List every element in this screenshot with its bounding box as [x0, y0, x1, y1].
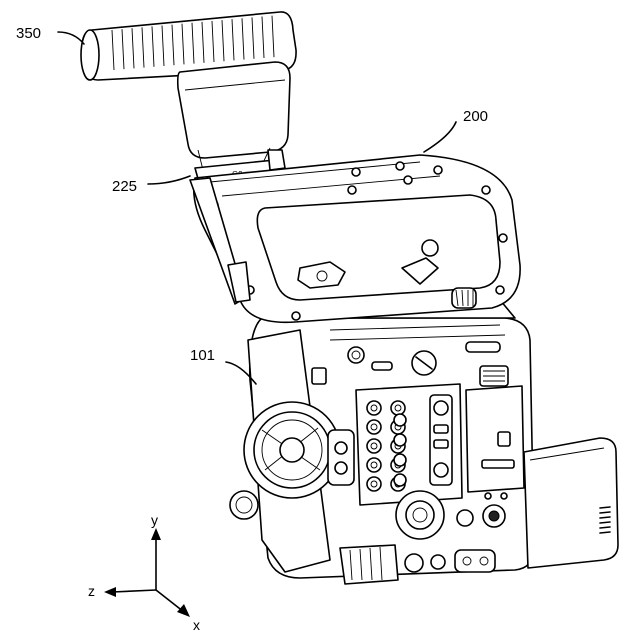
camera-body: [230, 300, 618, 584]
axis-triad: [104, 528, 190, 617]
axis-label-z: z: [88, 583, 95, 599]
label-350: 350: [16, 25, 41, 42]
vent-slot: [600, 507, 610, 508]
jack-port: [394, 474, 406, 486]
vent-slot: [600, 532, 610, 533]
bolt: [348, 186, 356, 194]
jack-port: [367, 458, 381, 472]
jack-port: [394, 414, 406, 426]
bolt: [482, 186, 490, 194]
bolt: [292, 312, 300, 320]
bolt: [352, 168, 360, 176]
jack-port: [367, 439, 381, 453]
vent-slot: [600, 522, 610, 523]
jack-port: [367, 477, 381, 491]
jack-port: [394, 434, 406, 446]
bolt: [396, 162, 404, 170]
bolt: [499, 234, 507, 242]
axis-label-x: x: [193, 617, 200, 633]
mic-holder-225: C€ ⊠: [178, 62, 290, 186]
vent-slot: [600, 517, 610, 518]
jack-port: [391, 401, 405, 415]
label-225: 225: [112, 178, 137, 195]
jack-port: [367, 401, 381, 415]
bolt: [496, 286, 504, 294]
jack-port: [367, 420, 381, 434]
axis-label-y: y: [151, 512, 158, 528]
vent-slot: [600, 527, 610, 528]
label-101: 101: [190, 347, 215, 364]
vent-slot: [600, 512, 610, 513]
jack-port: [394, 454, 406, 466]
label-200: 200: [463, 108, 488, 125]
bolt: [434, 166, 442, 174]
handle-200: [190, 155, 520, 322]
bolt: [404, 176, 412, 184]
